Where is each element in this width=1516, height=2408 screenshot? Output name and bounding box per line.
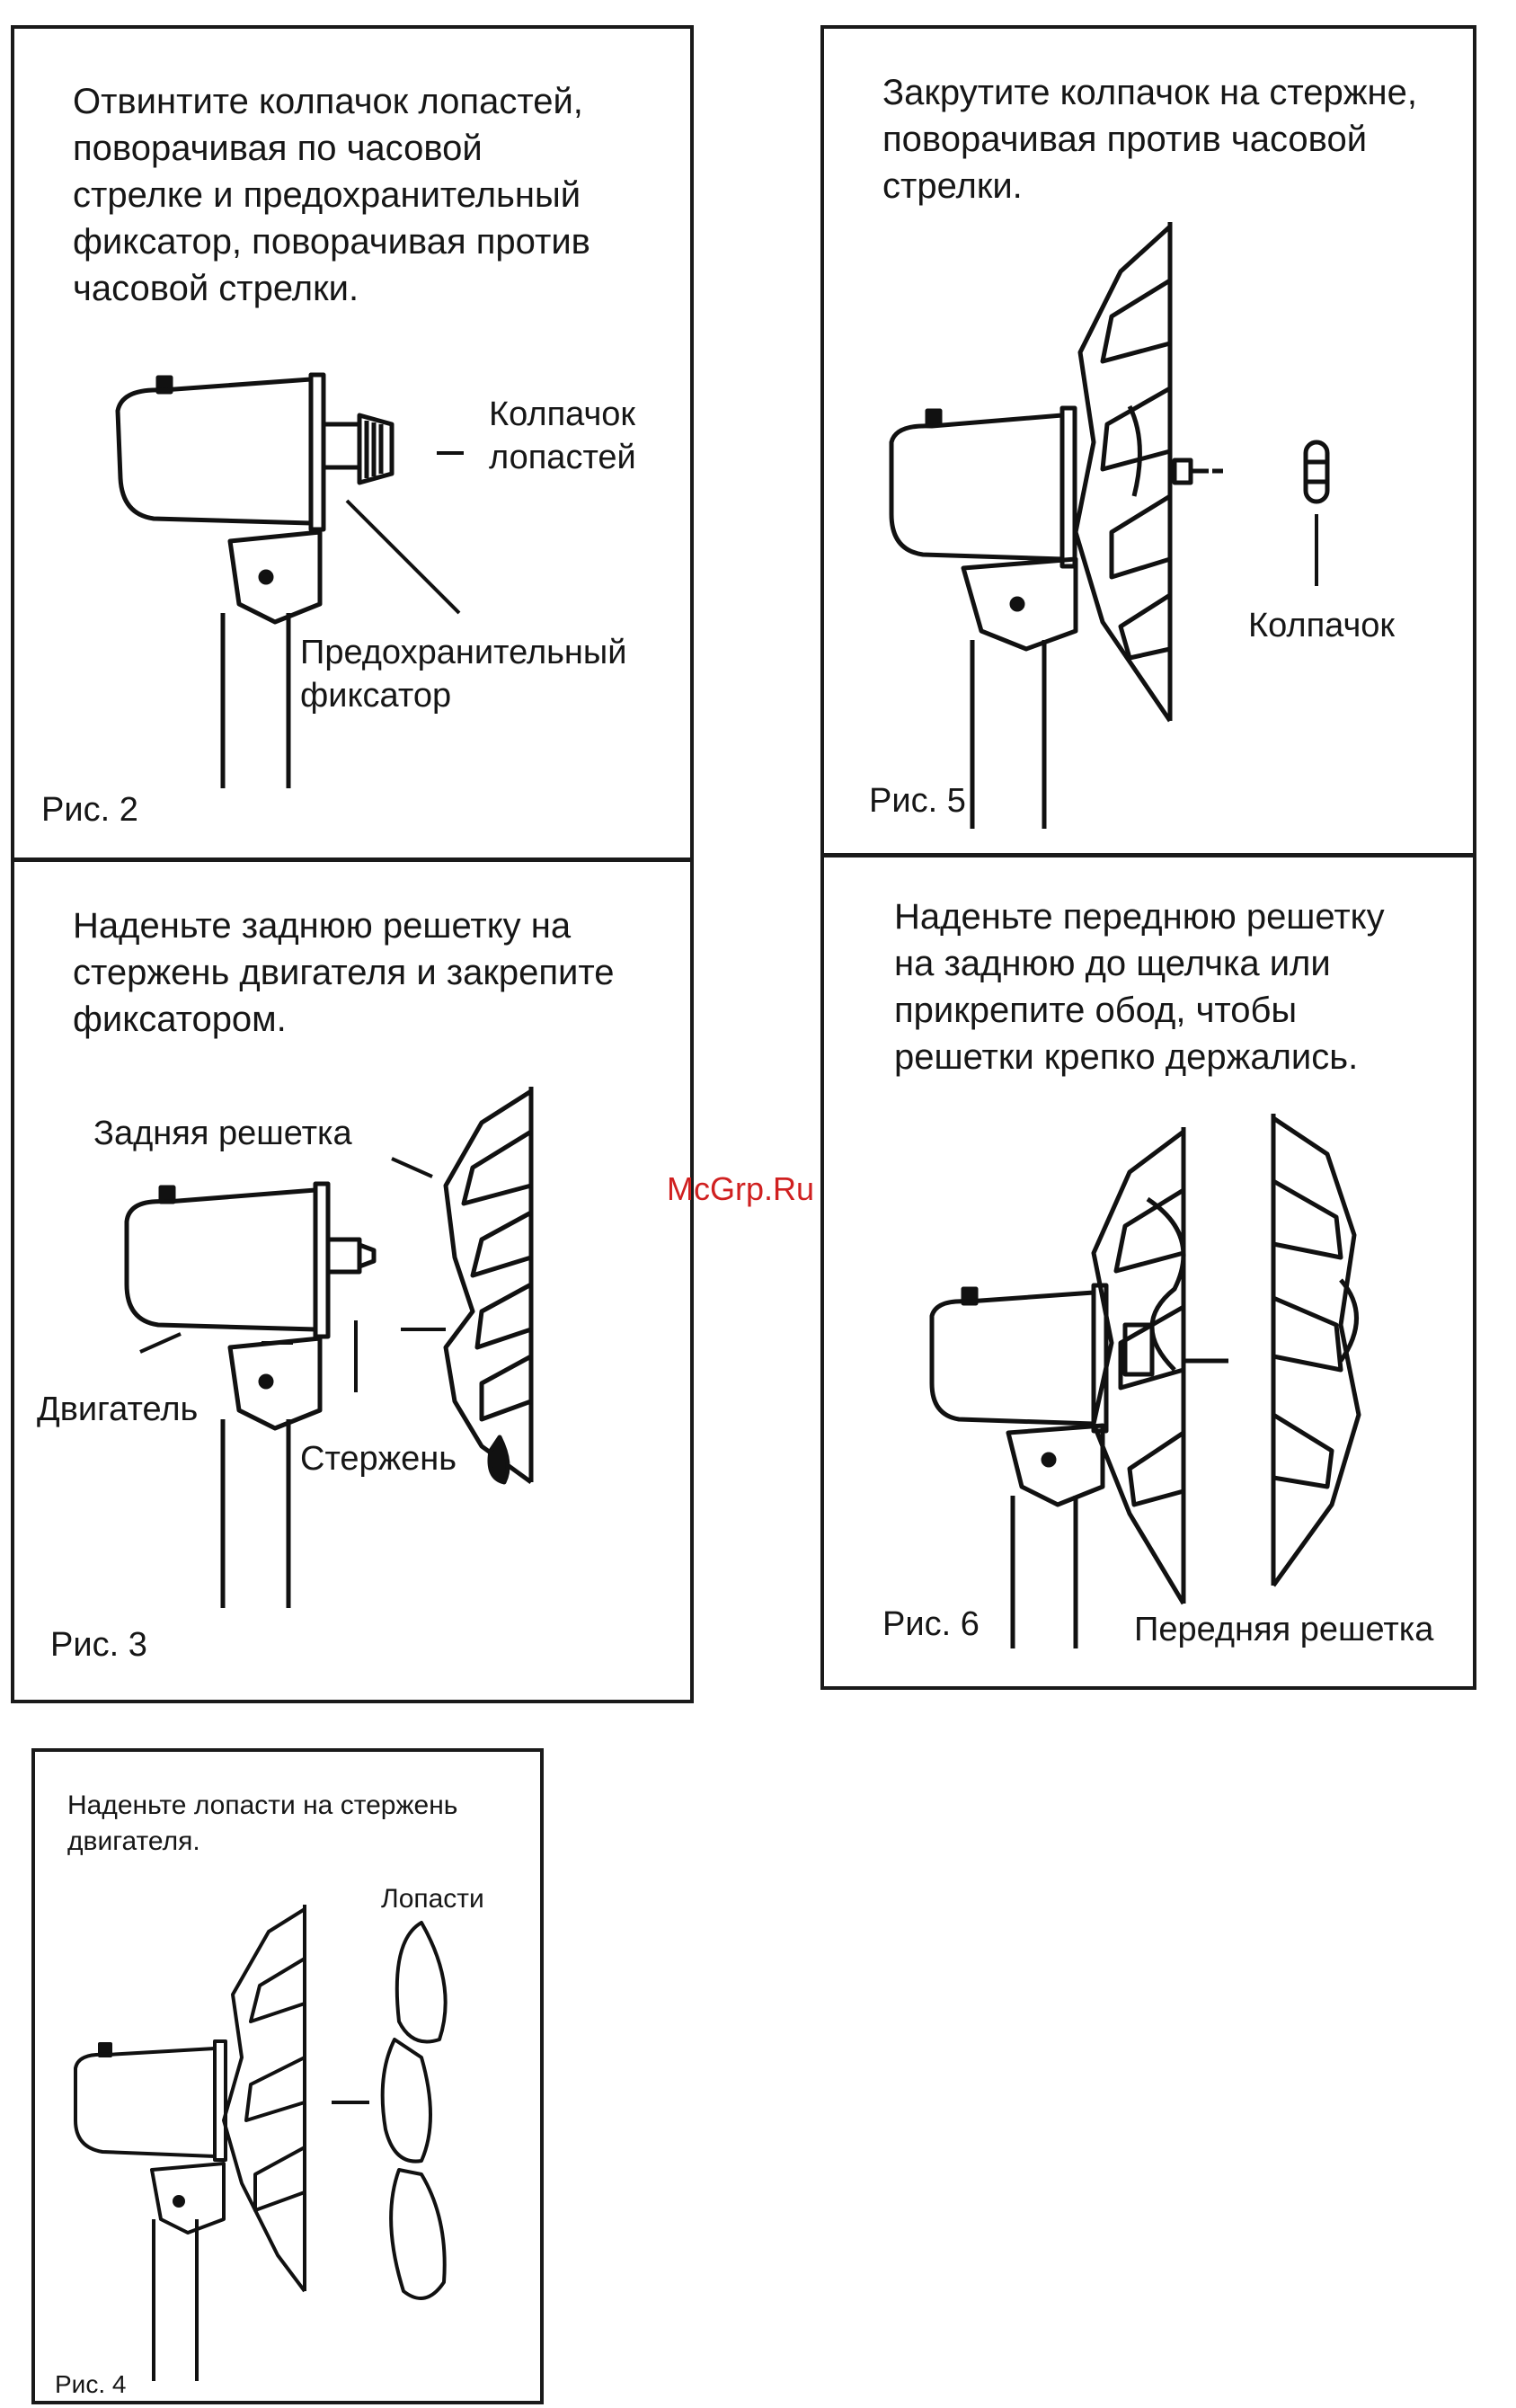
instruction-text: Закрутите колпачок на стержне, поворачив… xyxy=(882,73,1417,206)
fan-rear-grille-illustration xyxy=(124,1087,534,1608)
instruction-text: Отвинтите колпачок лопастей, поворачивая… xyxy=(73,82,590,308)
fan-motor-illustration xyxy=(115,372,464,788)
figure-label: Рис. 4 xyxy=(55,2370,127,2398)
figure-label: Рис. 2 xyxy=(41,791,138,829)
panel-fig4: Наденьте лопасти на стержень двигателя. … xyxy=(31,1748,544,2404)
figure-label: Рис. 5 xyxy=(869,782,966,820)
callout-cap: Колпачок xyxy=(1248,607,1396,644)
callout-front-grille: Передняя решетка xyxy=(1134,1611,1434,1648)
watermark: McGrp.Ru xyxy=(667,1170,815,1207)
instruction-text: Наденьте заднюю решетку на стержень двиг… xyxy=(73,906,615,1039)
panel-fig5: Закрутите колпачок на стержне, поворачив… xyxy=(820,25,1476,857)
callout-safety-lock: Предохранительный фиксатор xyxy=(300,634,627,715)
panel-fig3: Наденьте заднюю решетку на стержень двиг… xyxy=(11,858,694,1703)
instruction-text: Наденьте лопасти на стержень двигателя. xyxy=(67,1790,458,1856)
fan-cap-illustration xyxy=(889,222,1330,829)
callout-motor: Двигатель xyxy=(37,1391,199,1428)
fan-blades-illustration xyxy=(74,1905,448,2381)
figure-label: Рис. 3 xyxy=(50,1626,147,1664)
callout-blades: Лопасти xyxy=(381,1884,484,1914)
instruction-text: Наденьте переднюю решетку на заднюю до щ… xyxy=(894,897,1385,1077)
callout-blade-cap: Колпачок лопастей xyxy=(489,395,636,476)
fan-front-grille-illustration xyxy=(929,1114,1361,1648)
figure-label: Рис. 6 xyxy=(882,1605,980,1643)
panel-fig6: Наденьте переднюю решетку на заднюю до щ… xyxy=(820,854,1476,1690)
callout-shaft: Стержень xyxy=(300,1440,457,1478)
panel-fig2: Отвинтите колпачок лопастей, поворачивая… xyxy=(11,25,694,861)
callout-rear-grille: Задняя решетка xyxy=(93,1115,352,1152)
